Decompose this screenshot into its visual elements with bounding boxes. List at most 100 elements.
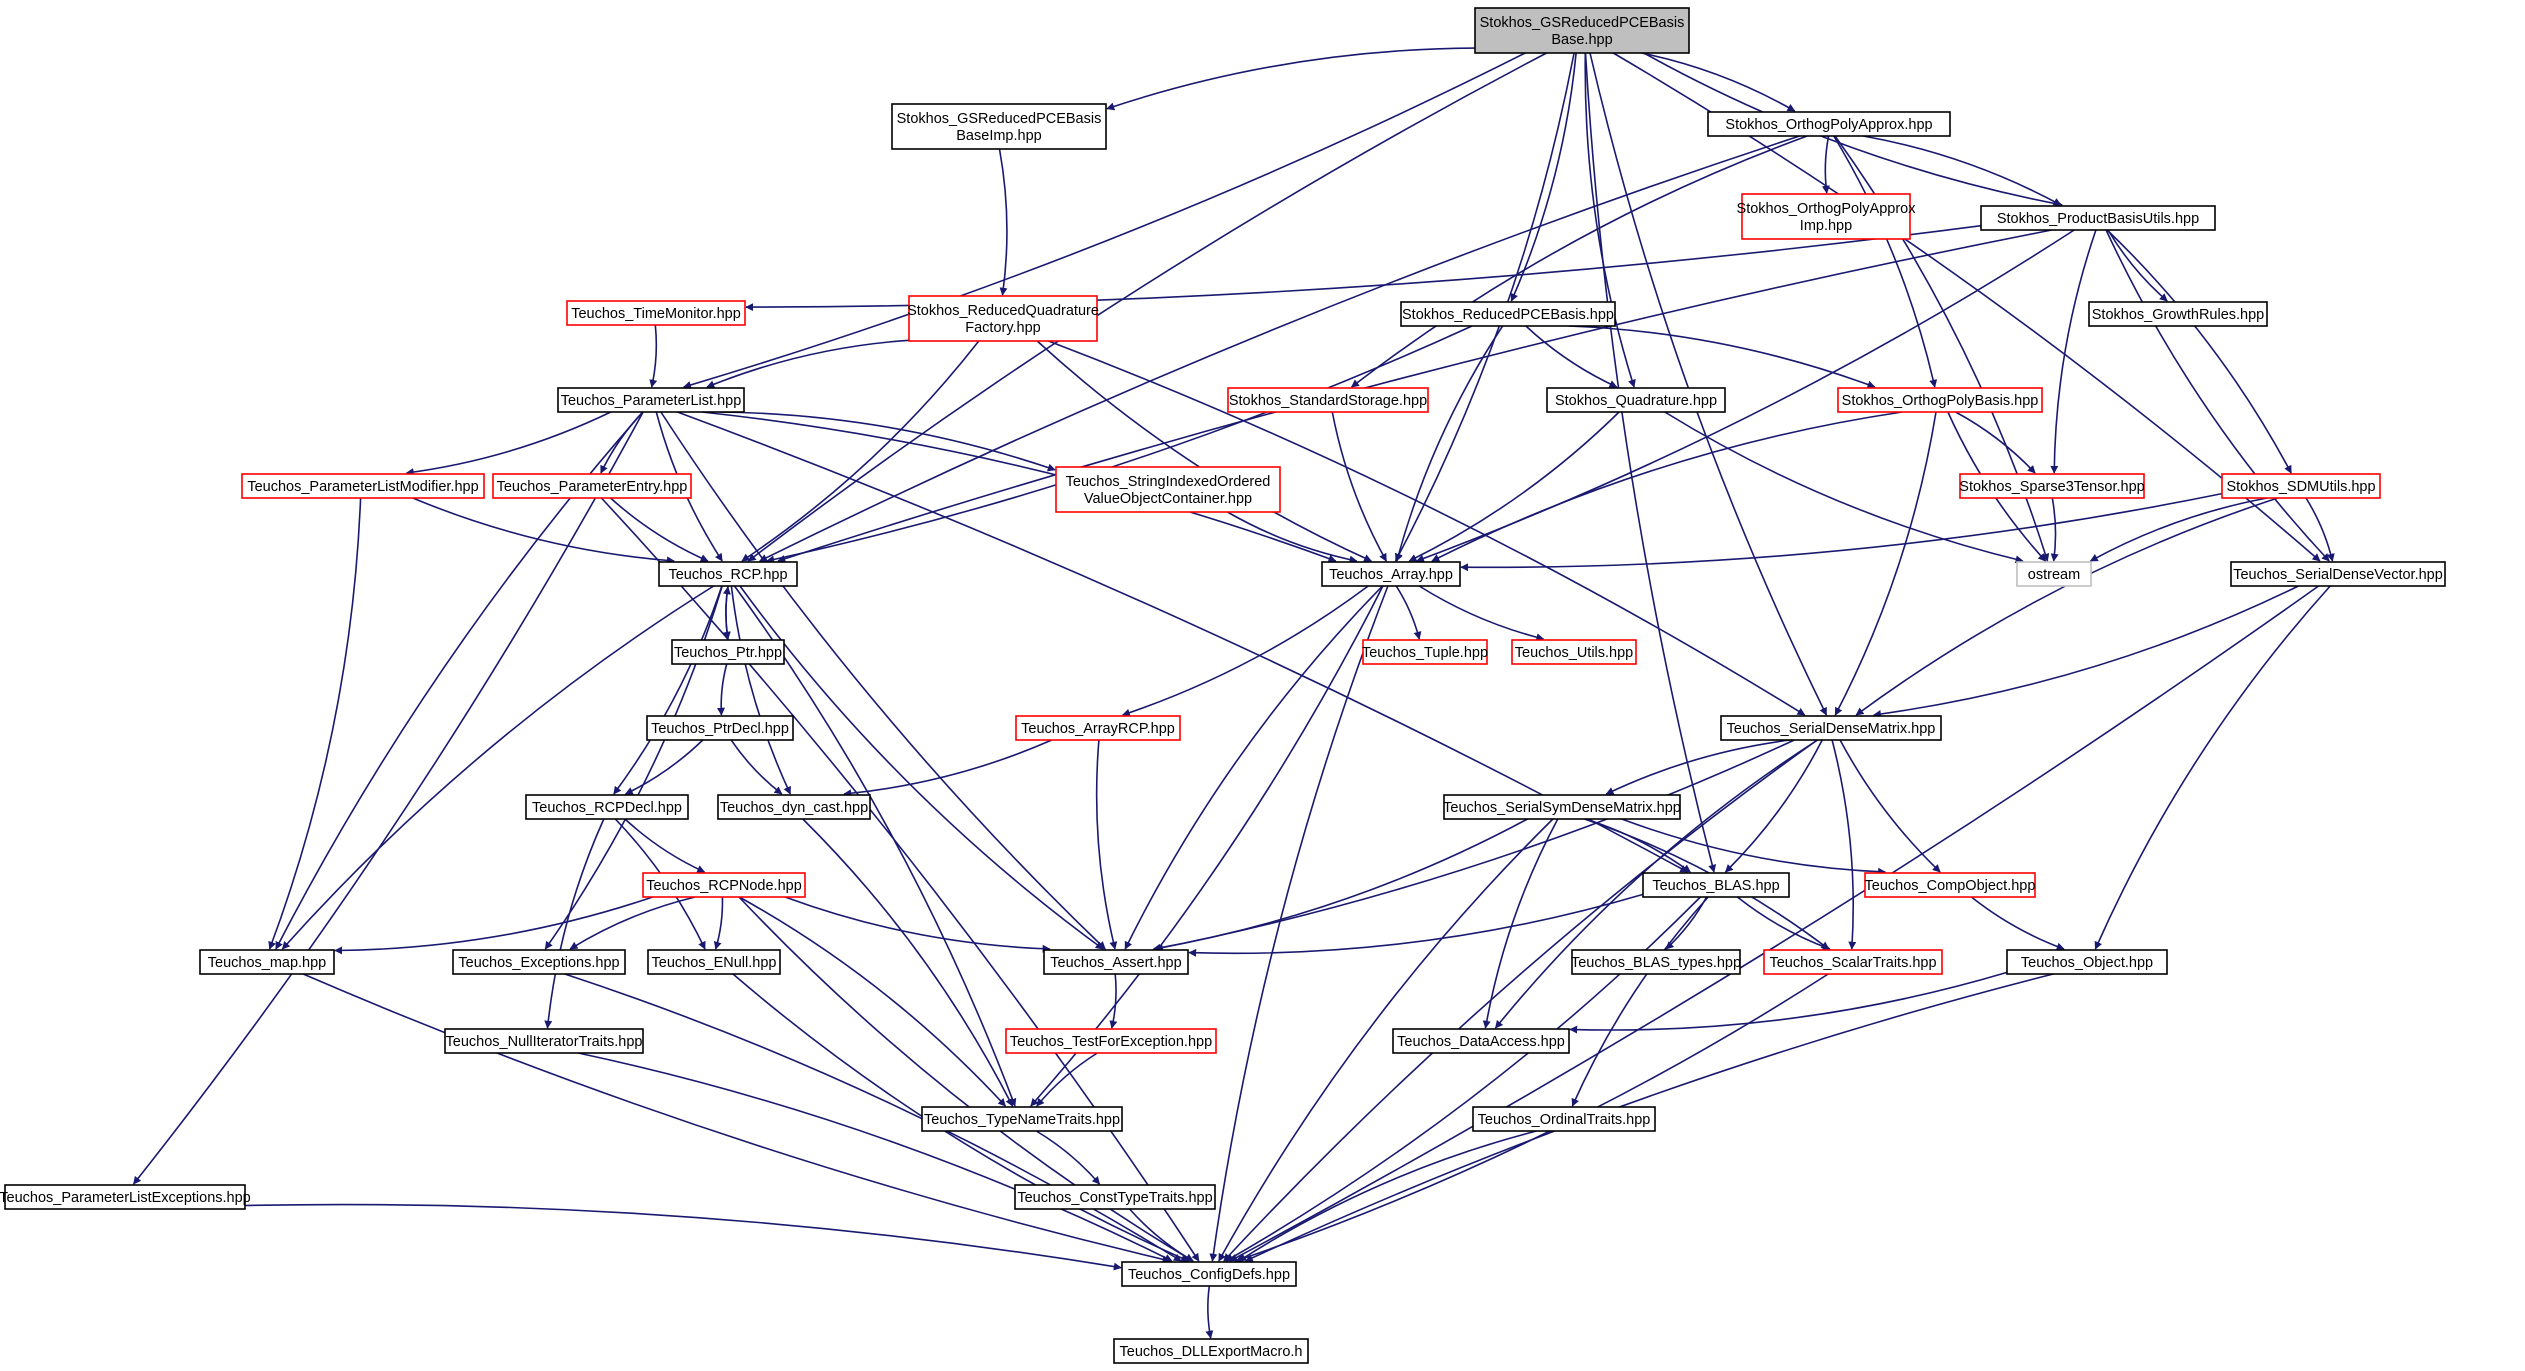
node-plmod[interactable]: Teuchos_ParameterListModifier.hpp — [241, 473, 485, 499]
node-blas[interactable]: Teuchos_BLAS.hpp — [1642, 872, 1790, 898]
node-box — [241, 473, 485, 499]
node-dll[interactable]: Teuchos_DLLExportMacro.h — [1113, 1338, 1309, 1364]
node-label: Stokhos_OrthogPolyApprox.hpp — [1725, 117, 1932, 133]
node-utils[interactable]: Teuchos_Utils.hpp — [1511, 639, 1637, 665]
node-box — [1362, 639, 1488, 665]
node-opa[interactable]: Stokhos_OrthogPolyApprox.hpp — [1707, 111, 1951, 137]
node-object[interactable]: Teuchos_Object.hpp — [2006, 949, 2168, 975]
edge-except-to-config — [564, 973, 1182, 1262]
node-label: Teuchos_Utils.hpp — [1515, 645, 1634, 661]
node-box — [1443, 794, 1681, 820]
node-plexc[interactable]: Teuchos_ParameterListExceptions.hpp — [0, 1184, 251, 1210]
node-ordinal[interactable]: Teuchos_OrdinalTraits.hpp — [1472, 1106, 1656, 1132]
node-sdv[interactable]: Teuchos_SerialDenseVector.hpp — [2230, 561, 2446, 587]
edge-ptrdecl-to-rcpdecl — [624, 739, 704, 795]
edge-rcp-to-except — [544, 585, 723, 950]
node-rcpnode[interactable]: Teuchos_RCPNode.hpp — [642, 872, 806, 898]
node-box — [642, 872, 806, 898]
node-box — [1546, 387, 1726, 413]
node-rcpdecl[interactable]: Teuchos_RCPDecl.hpp — [525, 794, 689, 820]
edge-ptr-to-ptrdecl — [717, 663, 728, 716]
node-label: Teuchos_BLAS_types.hpp — [1571, 955, 1741, 971]
edge-opa-to-rcp — [759, 135, 1800, 562]
node-compobj[interactable]: Teuchos_CompObject.hpp — [1864, 872, 2036, 898]
edge-array-to-arcp — [1121, 585, 1369, 717]
edge-compobj-to-object — [1970, 896, 2065, 951]
node-ptr[interactable]: Teuchos_Ptr.hpp — [671, 639, 785, 665]
node-except[interactable]: Teuchos_Exceptions.hpp — [452, 949, 626, 975]
edge-rcpnode-to-assert — [784, 896, 1051, 953]
node-box — [1392, 1028, 1570, 1054]
node-label: Teuchos_ParameterListModifier.hpp — [247, 479, 478, 495]
edge-opa-to-opb — [1833, 135, 1938, 388]
node-rpce[interactable]: Stokhos_ReducedPCEBasis.hpp — [1400, 301, 1616, 327]
node-ptrdecl[interactable]: Teuchos_PtrDecl.hpp — [646, 715, 794, 741]
node-array[interactable]: Teuchos_Array.hpp — [1321, 561, 1461, 587]
node-sioc[interactable]: Teuchos_StringIndexedOrderedValueObjectC… — [1055, 466, 1281, 513]
node-dataacc[interactable]: Teuchos_DataAccess.hpp — [1392, 1028, 1570, 1054]
node-tuple[interactable]: Teuchos_Tuple.hpp — [1362, 639, 1488, 665]
node-label: Base.hpp — [1551, 32, 1612, 48]
node-pbu[interactable]: Stokhos_ProductBasisUtils.hpp — [1980, 205, 2216, 231]
node-enull[interactable]: Teuchos_ENull.hpp — [647, 949, 781, 975]
node-map[interactable]: Teuchos_map.hpp — [199, 949, 335, 975]
node-sdmat[interactable]: Teuchos_SerialDenseMatrix.hpp — [1720, 715, 1942, 741]
node-box — [452, 949, 626, 975]
node-box — [557, 387, 745, 413]
edge-array-to-tuple — [1395, 585, 1422, 640]
node-arcp[interactable]: Teuchos_ArrayRCP.hpp — [1015, 715, 1181, 741]
node-label: Teuchos_OrdinalTraits.hpp — [1478, 1112, 1651, 1128]
node-box — [1055, 466, 1281, 513]
node-assert[interactable]: Teuchos_Assert.hpp — [1043, 949, 1189, 975]
edge-root-to-rcp — [747, 52, 1547, 562]
edge-root-to-plist — [683, 52, 1526, 389]
node-pentry[interactable]: Teuchos_ParameterEntry.hpp — [492, 473, 692, 499]
node-blastypes[interactable]: Teuchos_BLAS_types.hpp — [1571, 949, 1741, 975]
node-typename[interactable]: Teuchos_TypeNameTraits.hpp — [921, 1106, 1123, 1132]
edge-ordinal-to-config — [1238, 1130, 1537, 1262]
node-opb[interactable]: Stokhos_OrthogPolyBasis.hpp — [1837, 387, 2043, 413]
node-rcp[interactable]: Teuchos_RCP.hpp — [658, 561, 798, 587]
edge-opb-to-sparse3 — [1955, 411, 2036, 474]
edge-rcpnode-to-enull — [713, 896, 724, 950]
edge-pentry-to-config — [600, 497, 1200, 1262]
edge-rcp-to-map — [281, 585, 715, 950]
node-sparse3[interactable]: Stokhos_Sparse3Tensor.hpp — [1959, 473, 2145, 499]
node-quad[interactable]: Stokhos_Quadrature.hpp — [1546, 387, 1726, 413]
edge-root-to-sdmat — [1589, 52, 1828, 716]
node-box — [1511, 639, 1637, 665]
node-label: Teuchos_Object.hpp — [2021, 955, 2153, 971]
node-config[interactable]: Teuchos_ConfigDefs.hpp — [1121, 1261, 1297, 1287]
node-plist[interactable]: Teuchos_ParameterList.hpp — [557, 387, 745, 413]
edge-plist-to-pentry — [600, 411, 644, 474]
node-box — [2006, 949, 2168, 975]
node-scalar[interactable]: Teuchos_ScalarTraits.hpp — [1763, 949, 1943, 975]
node-growth[interactable]: Stokhos_GrowthRules.hpp — [2088, 301, 2268, 327]
edge-array-to-assert — [1124, 585, 1384, 950]
node-dyncast[interactable]: Teuchos_dyn_cast.hpp — [717, 794, 871, 820]
node-consttype[interactable]: Teuchos_ConstTypeTraits.hpp — [1014, 1184, 1216, 1210]
node-label: Teuchos_RCP.hpp — [668, 567, 787, 583]
node-label: Stokhos_GSReducedPCEBasis — [1480, 15, 1685, 31]
edge-assert-to-tfe — [1109, 973, 1118, 1029]
edge-array-to-config — [1209, 585, 1389, 1262]
edge-sdm-to-ostream — [2089, 497, 2268, 562]
node-stdstor[interactable]: Stokhos_StandardStorage.hpp — [1227, 387, 1429, 413]
node-label: Stokhos_StandardStorage.hpp — [1229, 393, 1427, 409]
node-label: Teuchos_TestForException.hpp — [1010, 1034, 1212, 1050]
node-tfe[interactable]: Teuchos_TestForException.hpp — [1005, 1028, 1217, 1054]
node-nullit[interactable]: Teuchos_NullIteratorTraits.hpp — [444, 1028, 644, 1054]
node-ssdm[interactable]: Teuchos_SerialSymDenseMatrix.hpp — [1443, 794, 1681, 820]
edge-rpce-to-quad — [1525, 325, 1618, 388]
edge-plist-to-plmod — [405, 411, 612, 477]
node-label: Teuchos_SerialDenseVector.hpp — [2233, 567, 2443, 583]
node-sdm[interactable]: Stokhos_SDMUtils.hpp — [2221, 473, 2381, 499]
node-label: Teuchos_Tuple.hpp — [1362, 645, 1488, 661]
node-label: Stokhos_ProductBasisUtils.hpp — [1997, 211, 2199, 227]
node-label: Teuchos_ENull.hpp — [652, 955, 777, 971]
node-label: Stokhos_ReducedQuadrature — [907, 303, 1099, 319]
node-timemon[interactable]: Teuchos_TimeMonitor.hpp — [566, 300, 746, 326]
